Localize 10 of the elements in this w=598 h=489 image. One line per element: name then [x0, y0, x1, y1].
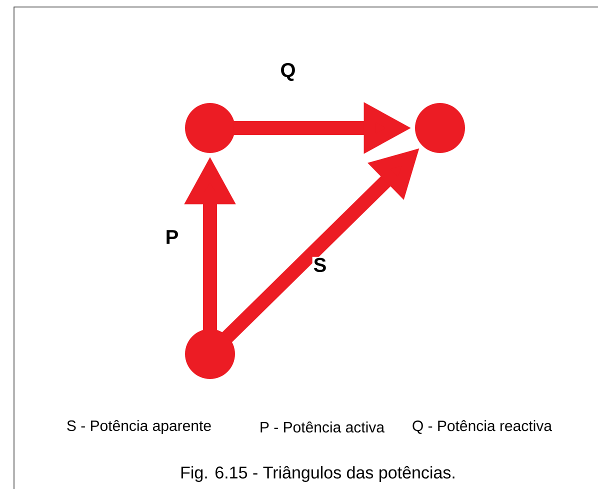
edge-label: Q: [279, 62, 297, 82]
legend-text: S - Potência aparente: [67, 420, 211, 434]
legend-text: Q - Potência reactiva: [412, 420, 552, 434]
node-circle: [185, 103, 235, 153]
node-circle: [415, 103, 465, 153]
edge-label: P: [164, 229, 180, 245]
node-circle: [185, 328, 235, 379]
caption: Fig. 6.15 - Triângulos das potências.: [181, 466, 454, 482]
legend-text: P - Potência activa: [260, 421, 384, 433]
edge-label: S: [312, 256, 328, 274]
